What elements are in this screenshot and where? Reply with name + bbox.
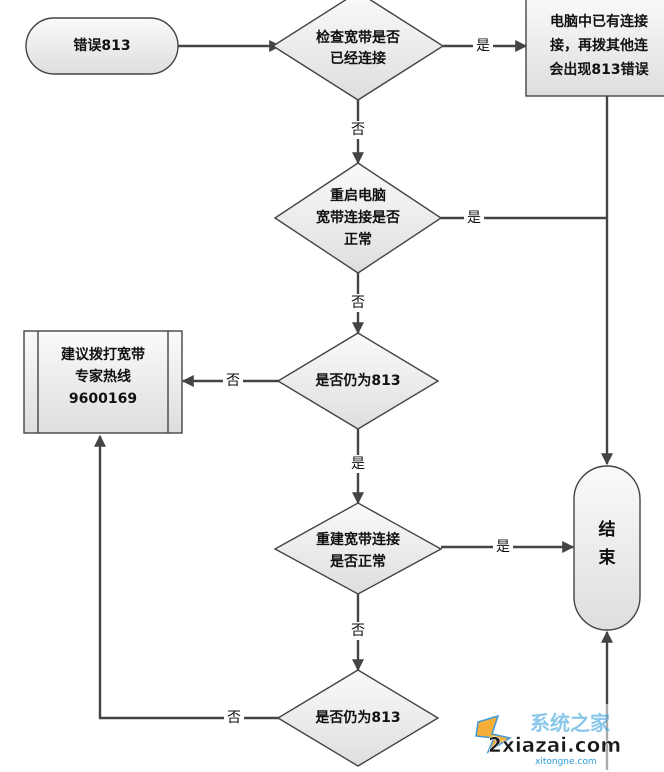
watermark-domain: 2xiazai.com [488,733,621,757]
terminator-shape [573,465,641,631]
node-start: 错误813 [25,17,179,75]
node-restart-line-1: 重启电脑 [330,187,386,204]
node-restart-line-3: 正常 [344,231,372,248]
node-existing-connection: 电脑中已有连接 接，再拨其他连 会出现813错误 [525,0,664,97]
subprocess-shape [23,330,183,434]
terminator-shape [25,17,179,75]
node-rebuild-line-2: 是否正常 [330,553,386,570]
node-check-line-2: 已经连接 [330,50,386,67]
node-start-label: 错误813 [73,37,130,54]
node-rebuild: 重建宽带连接 是否正常 [273,502,443,595]
watermark-logo-icon [475,714,512,754]
edge-still2-to-hotline [94,434,280,720]
node-still-813-second: 是否仍为813 [276,669,440,767]
label-check-no: 否 [351,122,365,138]
node-check-connected: 检查宽带是否 已经连接 [271,0,445,101]
node-hotline-line-3: 9600169 [69,391,137,407]
label-still1-no: 否 [226,373,240,389]
label-check-yes: 是 [476,38,490,54]
decision-shape [276,669,440,767]
decision-shape [273,162,443,274]
label-still1-yes: 是 [351,456,365,472]
node-hotline: 建议拨打宽带 专家热线 9600169 [23,330,183,434]
watermark: 系统之家 2xiazai.com xitongne.com [466,704,664,772]
node-still-813-first: 是否仍为813 [276,332,440,430]
decision-shape [276,332,440,430]
node-existing-line-1: 电脑中已有连接 [550,13,648,30]
edge-labels: 是 否 是 否 否 是 是 否 否 [223,37,513,727]
node-restart: 重启电脑 宽带连接是否 正常 [273,162,443,274]
node-hotline-line-1: 建议拨打宽带 [61,346,145,363]
node-end-line-2: 束 [599,547,616,568]
label-restart-no: 否 [351,295,365,311]
node-still2-label: 是否仍为813 [315,709,400,726]
decision-shape [271,0,445,101]
decision-shape [273,502,443,595]
node-restart-line-2: 宽带连接是否 [316,209,400,226]
label-still2-no: 否 [227,710,241,726]
watermark-subdomain: xitongne.com [535,757,597,767]
label-rebuild-yes: 是 [496,539,510,555]
node-end-line-1: 结 [599,519,616,540]
node-check-line-1: 检查宽带是否 [316,29,400,46]
watermark-brand: 系统之家 [530,711,611,735]
node-rebuild-line-1: 重建宽带连接 [316,531,400,548]
process-shape [525,0,664,97]
node-hotline-line-2: 专家热线 [75,368,131,385]
node-end: 结 束 [573,465,641,631]
node-existing-line-2: 接，再拨其他连 [550,37,649,54]
node-existing-line-3: 会出现813错误 [549,61,649,78]
label-rebuild-no: 否 [351,623,365,639]
node-still1-label: 是否仍为813 [315,372,400,389]
label-restart-yes: 是 [467,210,481,226]
